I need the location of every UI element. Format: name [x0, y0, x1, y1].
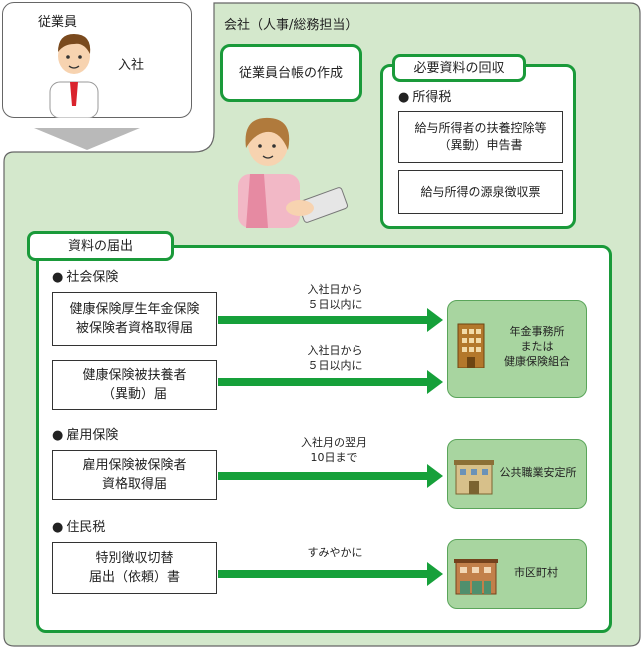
social-deadline-1: 入社日から ５日以内に [307, 283, 363, 311]
employment-arrow-head [427, 464, 443, 488]
employee-action: 入社 [118, 58, 145, 73]
company-label: 会社（人事/総務担当） [224, 18, 359, 33]
collection-doc-2: 給与所得の源泉徴収票 [398, 170, 563, 214]
down-arrow-icon [34, 128, 140, 150]
employment-office-label: 公共職業安定所 [499, 465, 577, 479]
social-deadline-2: 入社日から ５日以内に [307, 344, 363, 372]
staff-person-icon [238, 117, 349, 228]
city-hall-icon [454, 559, 498, 595]
resident-doc: 特別徴収切替 届出（依頼）書 [52, 542, 217, 594]
resident-category-label: 住民税 [52, 518, 172, 537]
employee-label: 従業員 [38, 15, 78, 30]
resident-arrow [218, 570, 428, 578]
social-doc-1: 健康保険厚生年金保険 被保険者資格取得届 [52, 292, 217, 346]
city-office-label: 市区町村 [514, 565, 558, 579]
social-arrow-2 [218, 378, 428, 386]
pension-office-label: 年金事務所 または 健康保険組合 [504, 324, 570, 368]
social-doc-2: 健康保険被扶養者 （異動）届 [52, 360, 217, 410]
resident-arrow-head [427, 562, 443, 586]
social-arrow-1-head [427, 308, 443, 332]
employee-person-icon [49, 34, 99, 118]
employment-doc: 雇用保険被保険者 資格取得届 [52, 450, 217, 500]
employment-deadline: 入社月の翌月 10日まで [301, 436, 367, 464]
social-category-label: 社会保険 [52, 268, 172, 287]
employment-category-label: 雇用保険 [52, 426, 172, 445]
employment-arrow [218, 472, 428, 480]
resident-deadline: すみやかに [307, 545, 363, 559]
ledger-box: 従業員台帳の作成 [220, 44, 362, 102]
employment-office-building-icon [454, 460, 494, 495]
collection-doc-1: 給与所得者の扶養控除等 （異動）申告書 [398, 111, 563, 163]
social-arrow-2-head [427, 370, 443, 394]
submission-title: 資料の届出 [27, 231, 174, 261]
collection-category-label: 所得税 [398, 88, 518, 107]
social-arrow-1 [218, 316, 428, 324]
office-building-icon [457, 323, 485, 368]
ledger-label: 従業員台帳の作成 [238, 65, 343, 81]
collection-title: 必要資料の回収 [392, 54, 526, 82]
